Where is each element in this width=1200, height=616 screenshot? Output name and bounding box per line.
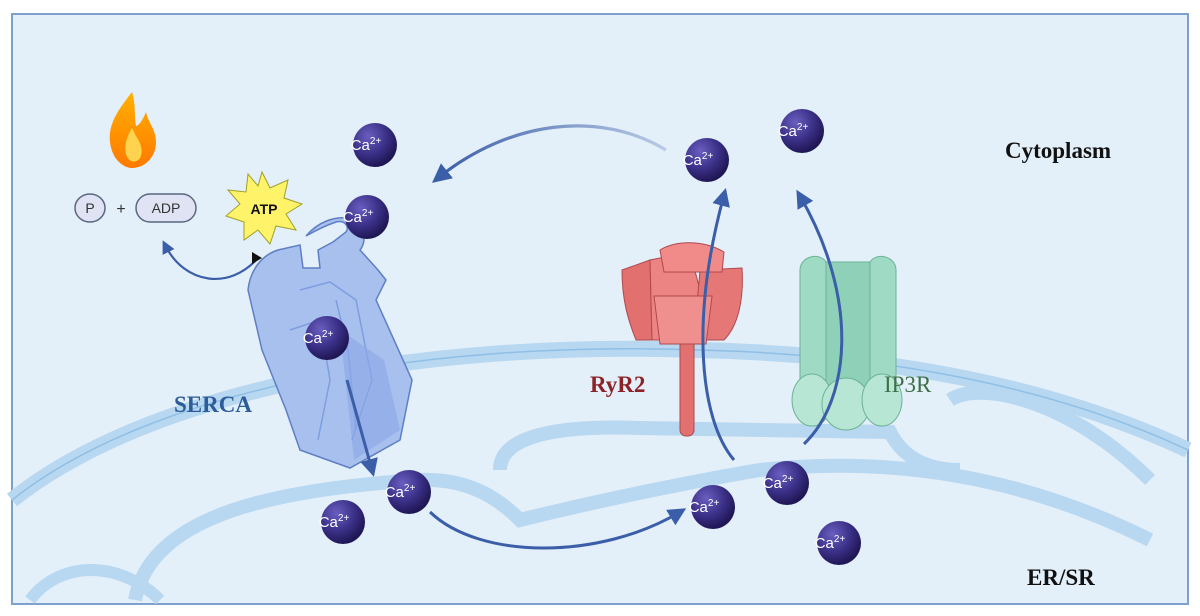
cytoplasm-area: [11, 13, 1189, 605]
calcium-ion: Ca2+: [689, 485, 735, 529]
calcium-ion: Ca2+: [303, 316, 349, 360]
er-luminal-arrow: [428, 508, 687, 550]
svg-text:Ca2+: Ca2+: [778, 122, 809, 140]
calcium-ion: Ca2+: [683, 138, 729, 182]
adp-badge: ADP: [135, 193, 197, 223]
plus-sign: +: [116, 201, 125, 218]
calcium-ion: Ca2+: [351, 123, 397, 167]
svg-text:Ca2+: Ca2+: [351, 136, 382, 154]
atp-burst: ATP: [225, 170, 304, 245]
svg-text:Ca2+: Ca2+: [815, 534, 846, 552]
svg-text:Ca2+: Ca2+: [319, 513, 350, 531]
calcium-ion: Ca2+: [763, 461, 809, 505]
cytoplasm-label: Cytoplasm: [1005, 138, 1111, 163]
er-sr-label: ER/SR: [1027, 565, 1095, 590]
svg-text:Ca2+: Ca2+: [763, 474, 794, 492]
svg-text:Ca2+: Ca2+: [683, 151, 714, 169]
calcium-ion: Ca2+: [319, 500, 365, 544]
svg-text:Ca2+: Ca2+: [689, 498, 720, 516]
flame-icon: [109, 92, 156, 168]
ip3r-release-arrow: [796, 189, 844, 446]
calcium-ion: Ca2+: [385, 470, 431, 514]
svg-text:Ca2+: Ca2+: [303, 329, 334, 347]
phosphate-label: P: [85, 200, 94, 216]
svg-text:Ca2+: Ca2+: [343, 208, 374, 226]
serca-transport-arrow: [345, 379, 378, 477]
ip3r-label: IP3R: [884, 372, 932, 397]
atp-label: ATP: [251, 201, 278, 217]
reuptake-arrow: [432, 124, 667, 183]
adp-label: ADP: [152, 200, 181, 216]
er-sr-membranes: [7, 340, 1192, 605]
hydrolysis-arrow-tip: [252, 252, 262, 264]
svg-text:Ca2+: Ca2+: [385, 483, 416, 501]
ryr2-label: RyR2: [590, 372, 645, 397]
serca-label: SERCA: [174, 392, 252, 417]
calcium-ion: Ca2+: [815, 521, 861, 565]
calcium-ion: Ca2+: [778, 109, 824, 153]
ip3r-channel: [791, 255, 903, 431]
ryr2-release-arrow: [701, 188, 736, 461]
phosphate-badge: P: [74, 193, 106, 223]
calcium-ion: Ca2+: [343, 195, 389, 239]
hydrolysis-arrow: [162, 240, 259, 280]
